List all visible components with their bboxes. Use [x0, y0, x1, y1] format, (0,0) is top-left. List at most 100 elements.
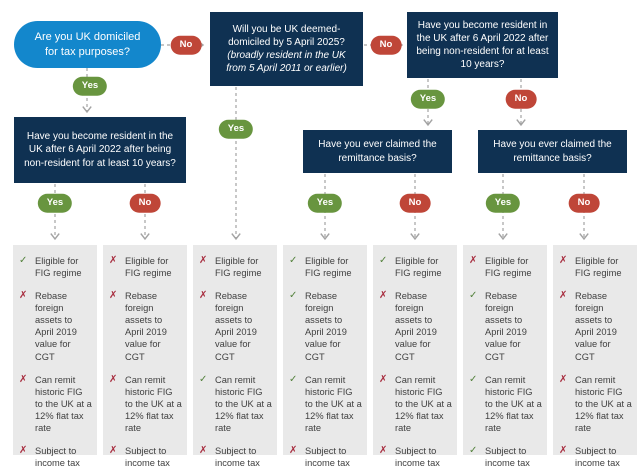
- outcome-item-label: Subject to income tax on 50% of foreign …: [35, 446, 80, 471]
- outcome-item-label: Subject to income tax on 50% of foreign …: [305, 446, 350, 471]
- yes-pill-resident-top: Yes: [410, 89, 446, 109]
- cross-icon: ✗: [559, 255, 568, 266]
- outcomes-row: ✓ Eligible for FIG regime ✗ Rebase foreign …: [13, 245, 640, 471]
- outcome-item: ✗ Rebase foreign assets to April 2019 val…: [109, 290, 182, 362]
- check-icon: ✓: [289, 373, 298, 385]
- cross-icon: ✗: [379, 373, 388, 385]
- outcome-item-label: Rebase foreign assets to April 2019 valu…: [215, 291, 257, 362]
- outcome-item: ✗Subject to income tax on 50% of foreign…: [109, 445, 182, 471]
- outcome-column: ✓ Eligible for FIG regime ✗ Rebase foreign …: [373, 245, 457, 471]
- check-icon: ✓: [289, 290, 298, 302]
- outcome-column: ✗Eligible for FIG regime ✓ Rebase foreign …: [463, 245, 547, 471]
- question-deemed-domiciled: Will you be UK deemed-domiciled by 5 Apr…: [210, 12, 363, 86]
- outcome-item-label: Eligible for FIG regime: [395, 256, 442, 279]
- outcome-item-label: Can remit historic FIG to the UK at a 12…: [125, 374, 182, 433]
- outcome-item: ✗ Subject to income tax on 50% of foreign…: [289, 445, 362, 471]
- question-resident-left: Have you become resident in the UK after…: [14, 117, 186, 183]
- check-icon: ✓: [469, 373, 478, 385]
- yes-pill-resident-left: Yes: [37, 193, 73, 213]
- outcome-item: ✗ Can remit historic FIG to the UK at a 1…: [109, 374, 182, 434]
- outcome-column: ✗ Eligible for FIG regime ✗ Rebase foreign …: [103, 245, 187, 471]
- outcome-item: ✓ Rebase foreign assets to April 2019 val…: [289, 290, 362, 362]
- outcome-item: ✗ Rebase foreign assets to April 2019 val…: [559, 290, 632, 362]
- outcome-item-label: Eligible for FIG regime: [305, 256, 352, 279]
- outcome-item-label: Rebase foreign assets to April 2019 valu…: [485, 291, 527, 362]
- check-icon: ✓: [19, 255, 28, 266]
- cross-icon: ✗: [19, 290, 28, 302]
- outcome-item-label: Rebase foreign assets to April 2019 valu…: [125, 291, 167, 362]
- outcome-item: ✗ Subject to income tax on 50% of foreign…: [19, 445, 92, 471]
- check-icon: ✓: [289, 255, 298, 266]
- outcome-item-label: Subject to income tax on 50% of foreign …: [215, 446, 260, 471]
- check-icon: ✓: [469, 290, 478, 302]
- outcome-item-label: Rebase foreign assets to April 2019 valu…: [305, 291, 347, 362]
- outcome-item: ✓Can remit historic FIG to the UK at a 1…: [199, 374, 272, 434]
- outcome-column: ✓ Eligible for FIG regime ✗ Rebase foreign …: [13, 245, 97, 471]
- no-pill-resident-left: No: [129, 193, 161, 213]
- outcome-item: ✗Eligible for FIG regime: [199, 255, 272, 279]
- question-remittance-left: Have you ever claimed the remittance bas…: [303, 130, 452, 173]
- cross-icon: ✗: [199, 445, 208, 457]
- outcome-item-label: Can remit historic FIG to the UK at a 12…: [395, 374, 452, 433]
- check-icon: ✓: [199, 373, 208, 385]
- check-icon: ✓: [379, 255, 388, 266]
- question-deemed-domiciled-main: Will you be UK deemed-domiciled by 5 Apr…: [228, 23, 345, 48]
- cross-icon: ✗: [19, 373, 28, 385]
- outcome-item-label: Can remit historic FIG to the UK at a 12…: [305, 374, 362, 433]
- outcome-item: ✓ Eligible for FIG regime: [19, 255, 92, 279]
- outcome-item: ✗ Rebase foreign assets to April 2019 val…: [19, 290, 92, 362]
- question-resident-top: Have you become resident in the UK after…: [407, 12, 558, 78]
- outcome-item: ✗ Rebase foreign assets to April 2019 val…: [379, 290, 452, 362]
- cross-icon: ✗: [559, 445, 568, 457]
- yes-pill-domiciled: Yes: [72, 76, 108, 96]
- outcome-item: ✓ Can remit historic FIG to the UK at a 1…: [469, 374, 542, 434]
- no-pill-domiciled: No: [170, 35, 202, 55]
- outcome-item: ✗Eligible for FIG regime: [469, 255, 542, 279]
- outcome-item: ✓ Eligible for FIG regime: [289, 255, 362, 279]
- outcome-item: ✓ Subject to income tax on 50% of foreign…: [469, 445, 542, 471]
- outcome-item-label: Subject to income tax on 50% of foreign …: [485, 446, 530, 471]
- question-deemed-domiciled-note: (broadly resident in the UK from 5 April…: [226, 50, 347, 75]
- outcome-item-label: Rebase foreign assets to April 2019 valu…: [575, 291, 617, 362]
- cross-icon: ✗: [109, 373, 118, 385]
- outcome-item-label: Can remit historic FIG to the UK at a 12…: [35, 374, 92, 433]
- outcome-item: ✗ Subject to income tax on 50% of foreign…: [559, 445, 632, 471]
- outcome-item-label: Subject to income tax on 50% of foreign …: [575, 446, 620, 471]
- outcome-item: ✗ Subject to income tax on 50% of foreign…: [379, 445, 452, 471]
- outcome-item-label: Rebase foreign assets to April 2019 valu…: [35, 291, 77, 362]
- outcome-column: ✓ Eligible for FIG regime ✓ Rebase foreign …: [283, 245, 367, 471]
- outcome-item: ✗ Can remit historic FIG to the UK at a 1…: [19, 374, 92, 434]
- outcome-item-label: Eligible for FIG regime: [125, 256, 172, 279]
- yes-pill-deemed: Yes: [218, 119, 254, 139]
- outcome-item: ✗ Subject to income tax on 50% of foreign…: [199, 445, 272, 471]
- outcome-item-label: Eligible for FIG regime: [575, 256, 622, 279]
- outcome-item-label: Eligible for FIG regime: [35, 256, 82, 279]
- cross-icon: ✗: [289, 445, 298, 457]
- cross-icon: ✗: [379, 290, 388, 302]
- outcome-item: ✗ Can remit historic FIG to the UK at a 1…: [559, 374, 632, 434]
- outcome-item-label: Subject to income tax on 50% of foreign …: [395, 446, 440, 471]
- outcome-item-label: Rebase foreign assets to April 2019 valu…: [395, 291, 437, 362]
- no-pill-remittance-right: No: [568, 193, 600, 213]
- outcome-item: ✗Rebase foreign assets to April 2019 val…: [199, 290, 272, 362]
- cross-icon: ✗: [469, 255, 478, 266]
- cross-icon: ✗: [559, 373, 568, 385]
- cross-icon: ✗: [109, 255, 118, 266]
- no-pill-deemed: No: [370, 35, 402, 55]
- outcome-item: ✓ Eligible for FIG regime: [379, 255, 452, 279]
- outcome-item: ✓ Can remit historic FIG to the UK at a 1…: [289, 374, 362, 434]
- cross-icon: ✗: [559, 290, 568, 302]
- cross-icon: ✗: [379, 445, 388, 457]
- no-pill-remittance-left: No: [399, 193, 431, 213]
- cross-icon: ✗: [19, 445, 28, 457]
- check-icon: ✓: [469, 445, 478, 457]
- cross-icon: ✗: [109, 290, 118, 302]
- outcome-item: ✗ Eligible for FIG regime: [559, 255, 632, 279]
- question-remittance-right: Have you ever claimed the remittance bas…: [478, 130, 627, 173]
- outcome-item: ✓ Rebase foreign assets to April 2019 val…: [469, 290, 542, 362]
- cross-icon: ✗: [109, 445, 118, 457]
- outcome-item-label: Can remit historic FIG to the UK at a 12…: [575, 374, 632, 433]
- no-pill-resident-top: No: [505, 89, 537, 109]
- outcome-item-label: Can remit historic FIG to the UK at a 12…: [485, 374, 542, 433]
